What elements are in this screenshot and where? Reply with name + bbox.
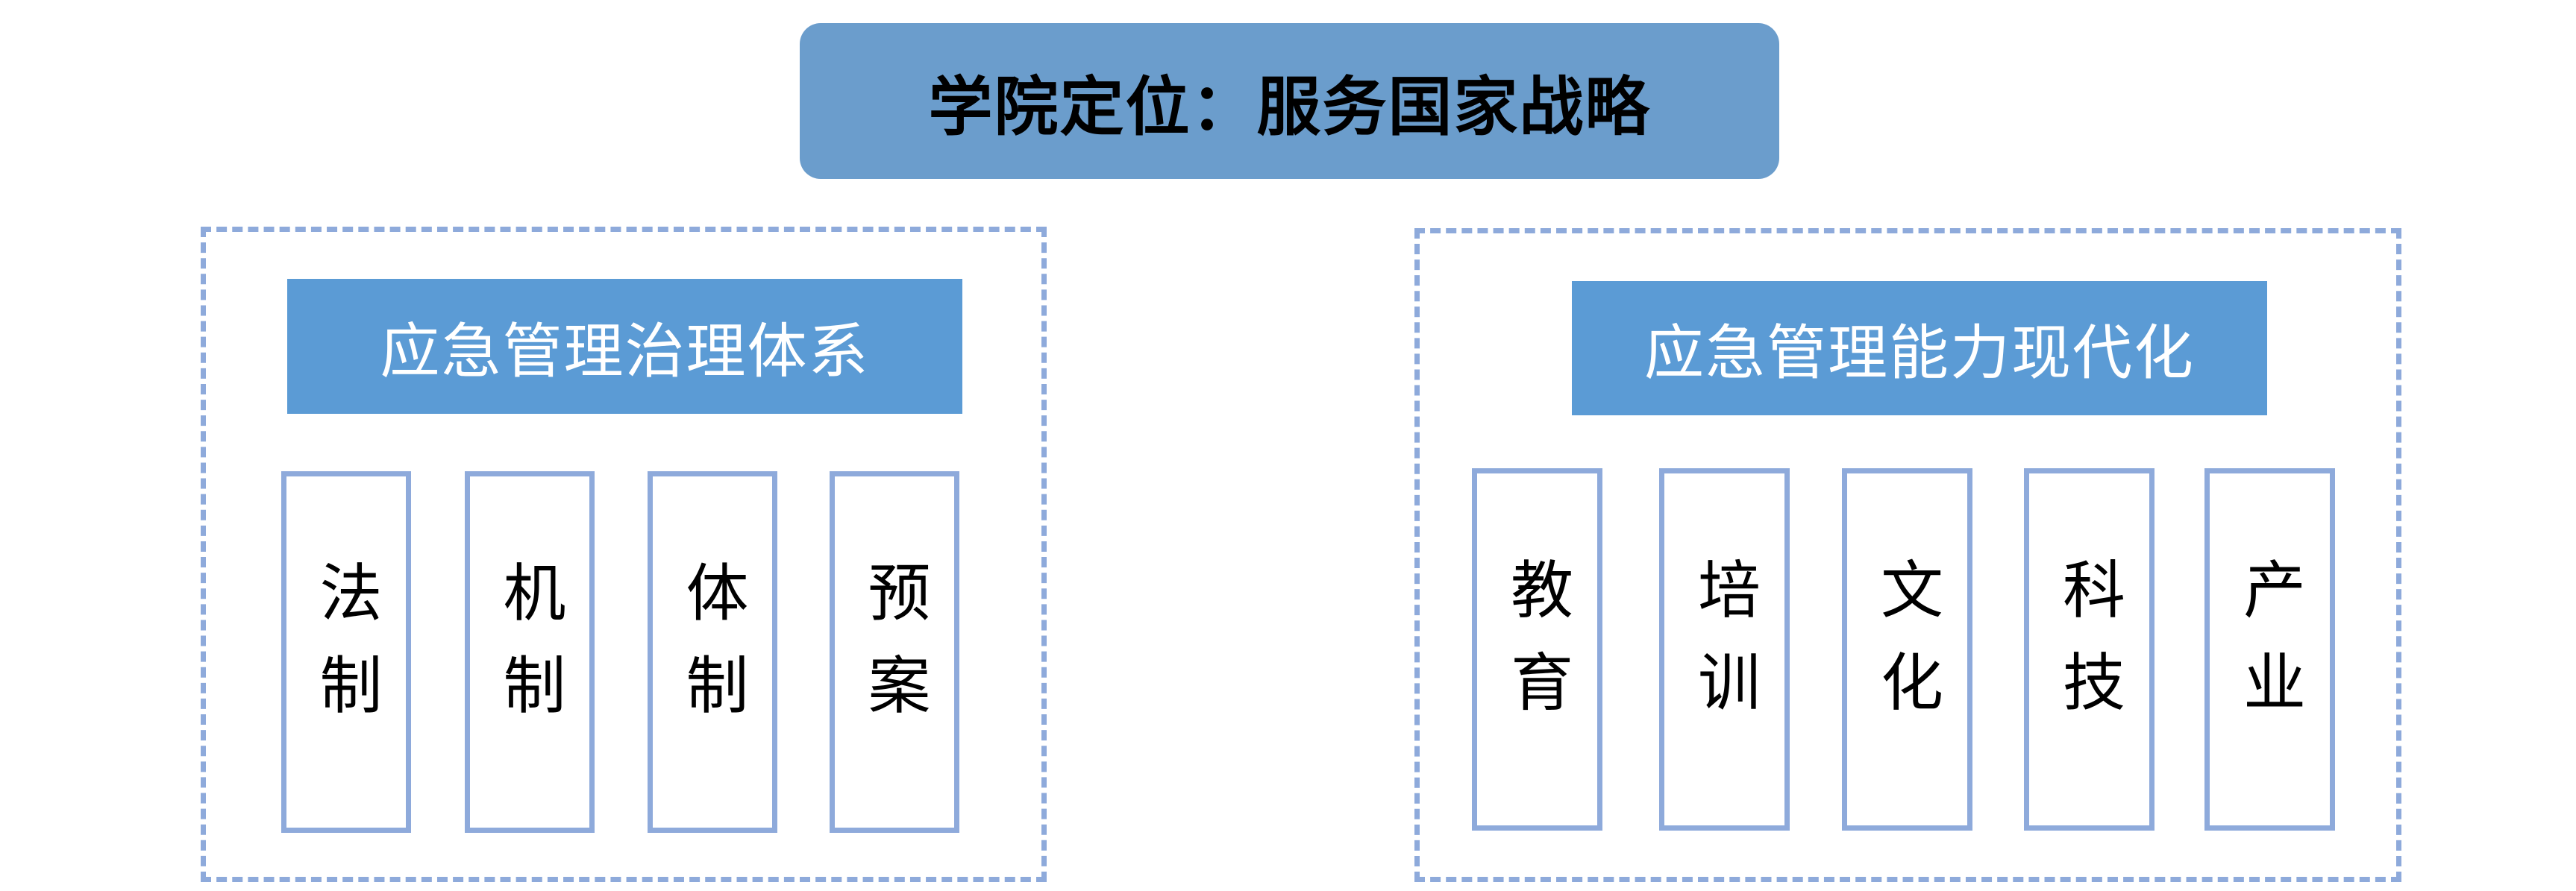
pillar-technology: 科技	[2024, 468, 2154, 831]
pillar-institution: 体制	[648, 471, 777, 833]
pillar-label: 产业	[2233, 557, 2307, 742]
capability-modernization-header-text: 应急管理能力现代化	[1644, 318, 2195, 388]
governance-system-header-text: 应急管理治理体系	[380, 316, 870, 386]
pillar-mechanism: 机制	[465, 471, 595, 833]
pillar-label: 教育	[1500, 557, 1574, 742]
pillar-label: 体制	[676, 559, 749, 745]
governance-system-panel	[201, 227, 1047, 882]
pillar-label: 科技	[2052, 557, 2126, 742]
pillar-label: 预案	[858, 559, 931, 745]
pillar-contingency-plan: 预案	[830, 471, 959, 833]
pillar-label: 法制	[310, 559, 383, 745]
pillar-culture: 文化	[1842, 468, 1972, 831]
title-box: 学院定位：服务国家战略	[800, 23, 1779, 179]
pillar-education: 教育	[1472, 468, 1602, 831]
pillar-label: 文化	[1870, 557, 1944, 742]
pillar-training: 培训	[1659, 468, 1790, 831]
capability-modernization-header: 应急管理能力现代化	[1572, 281, 2267, 415]
governance-system-header: 应急管理治理体系	[287, 279, 962, 414]
pillar-legal-system: 法制	[281, 471, 411, 833]
pillar-industry: 产业	[2204, 468, 2335, 831]
title-text: 学院定位：服务国家战略	[928, 69, 1651, 145]
capability-modernization-panel	[1414, 228, 2401, 882]
pillar-label: 机制	[493, 559, 566, 745]
pillar-label: 培训	[1687, 557, 1761, 742]
